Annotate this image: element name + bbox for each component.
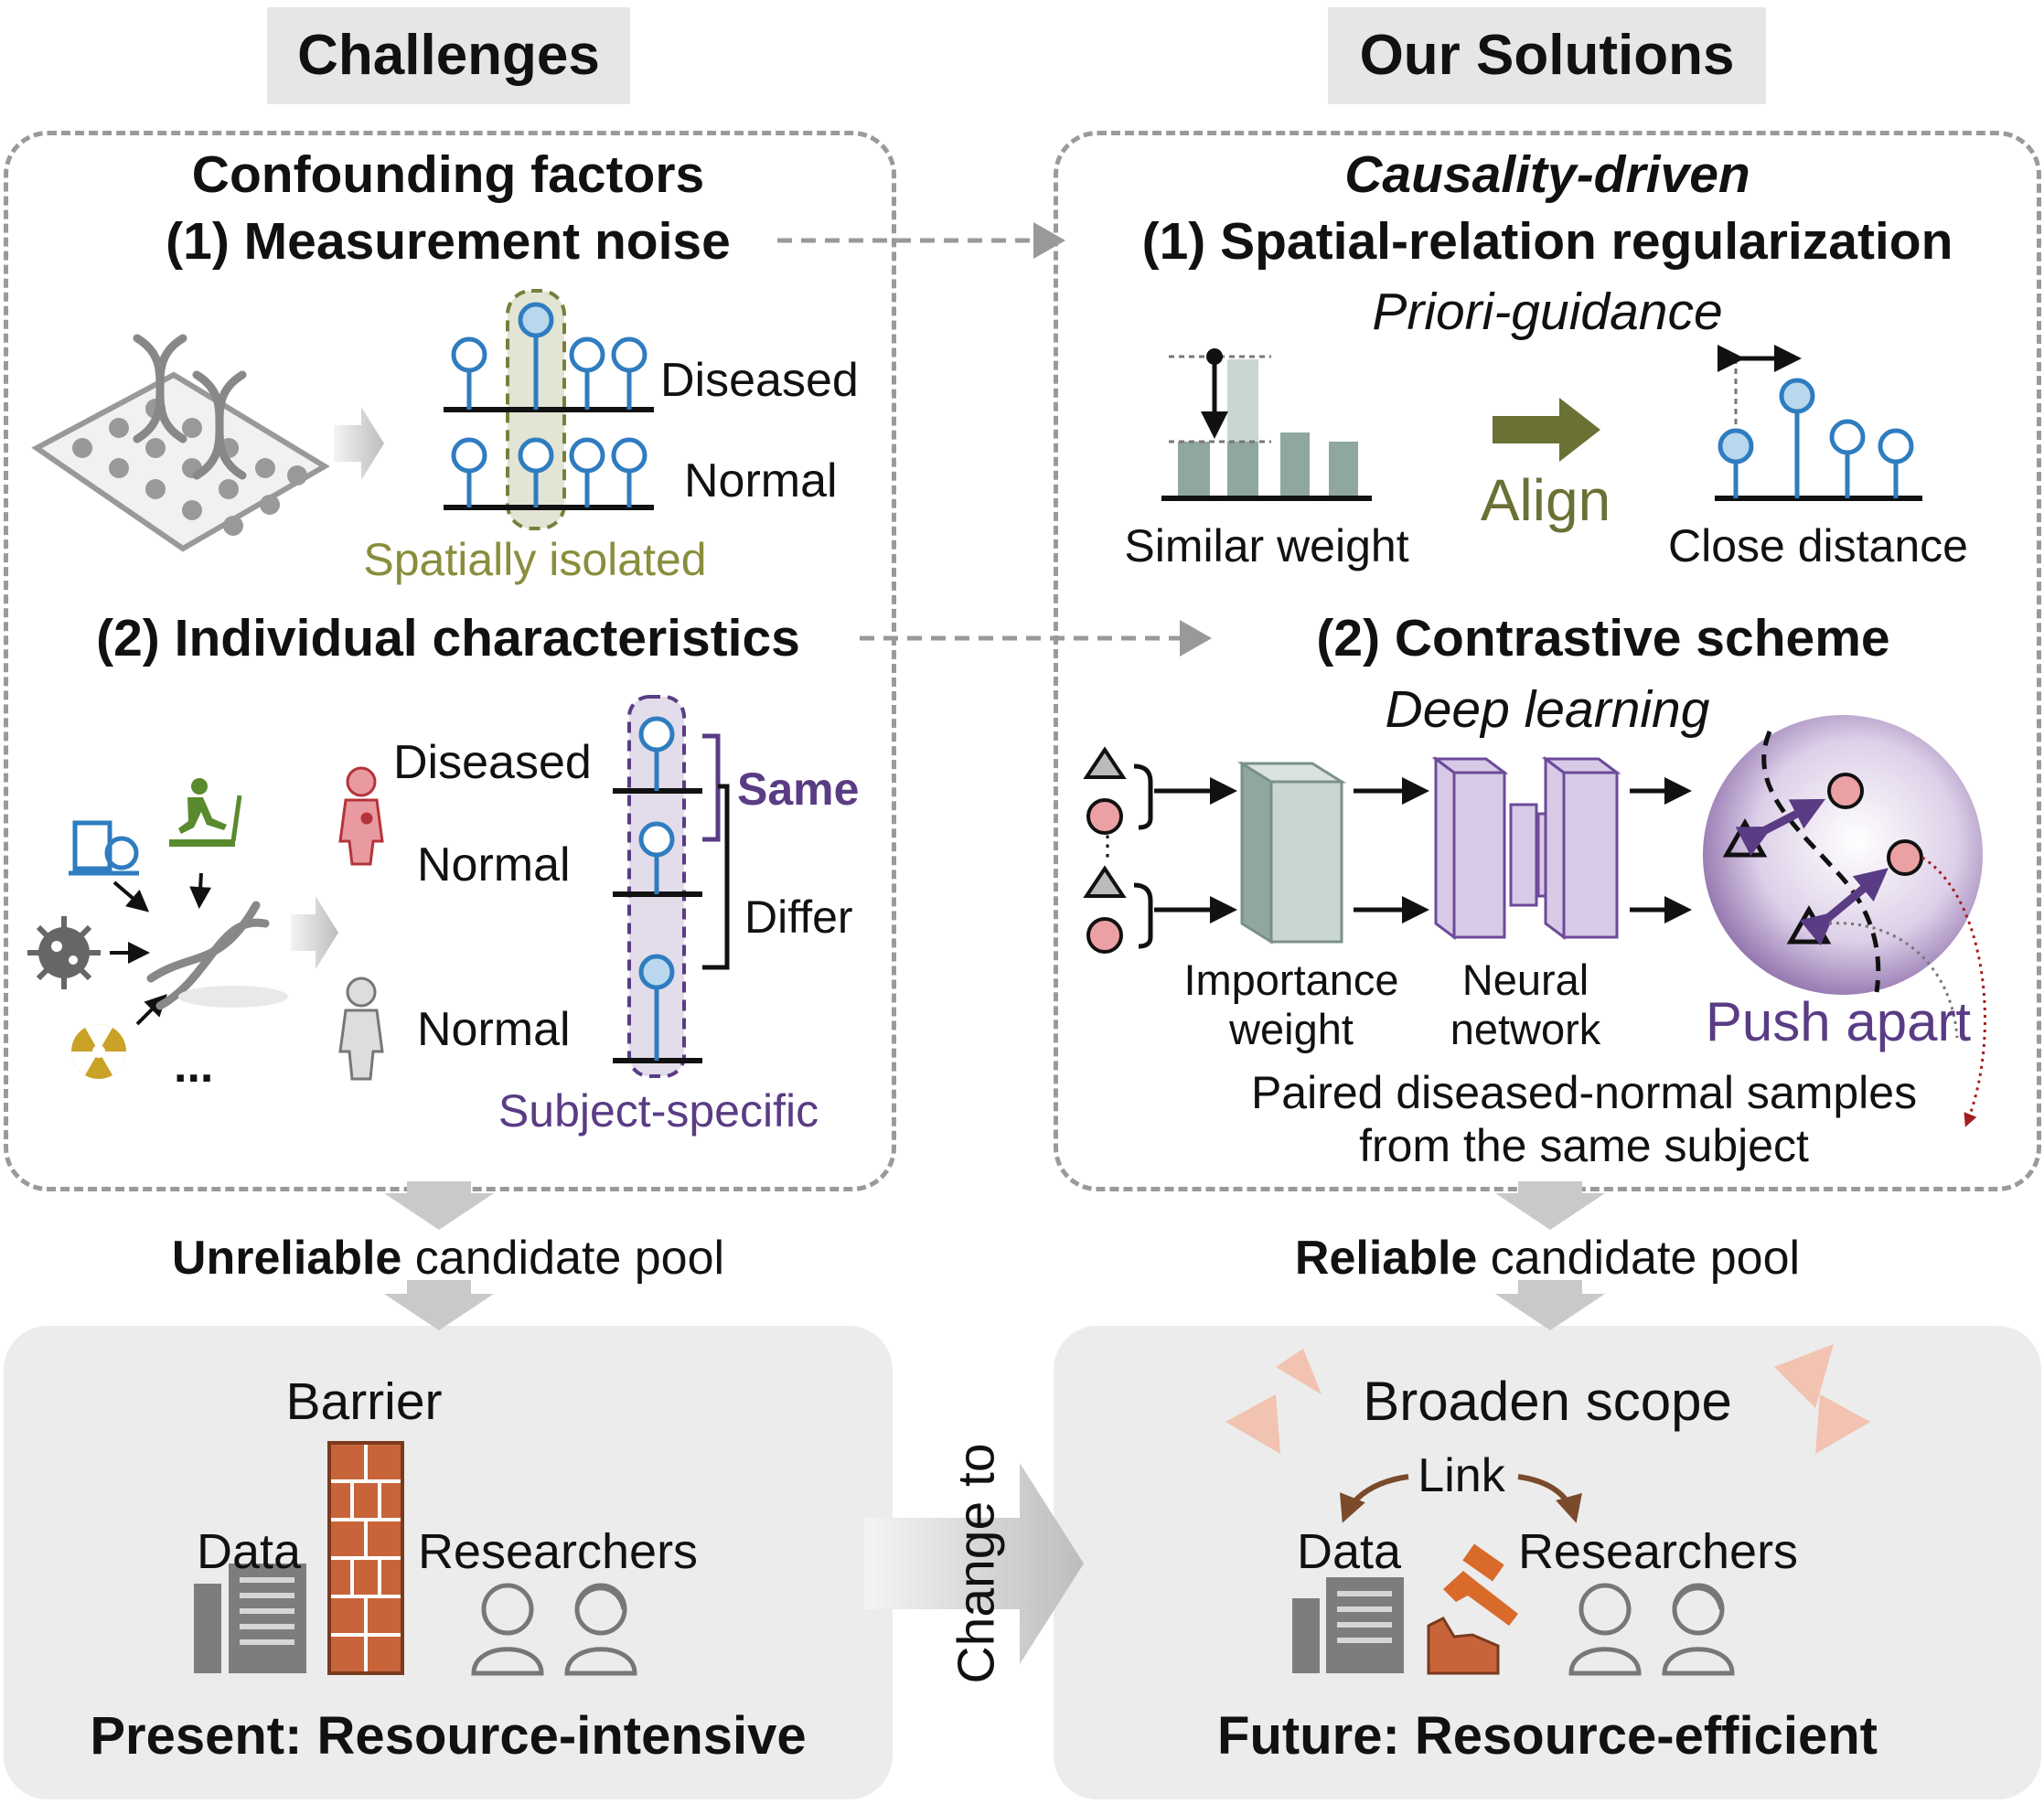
diseased-label: Diseased [660, 354, 859, 407]
neural-network-block [1431, 756, 1621, 940]
solution-item-1: (1) Spatial-relation regularization [1141, 212, 1953, 271]
normal-person-icon [338, 977, 384, 1081]
differ-label: Differ [744, 891, 853, 943]
link-label: Link [1418, 1449, 1505, 1502]
microarray-icon [31, 334, 330, 552]
broken-wall-icon [1427, 1617, 1500, 1675]
paired-samples-label-1: Paired diseased-normal samples [1250, 1067, 1918, 1118]
diseased-person-icon [338, 766, 384, 866]
importance-weight-block [1236, 761, 1347, 945]
causality-title: Causality-driven [1344, 145, 1750, 204]
input-brackets [1133, 763, 1237, 949]
exercise-icon [169, 778, 242, 847]
connector-arrow-1 [777, 222, 1212, 656]
food-icon [69, 820, 139, 876]
normal-label-3: Normal [417, 1003, 571, 1056]
link-arrows [1340, 1474, 1582, 1523]
importance-weight-label-1: Importance [1183, 955, 1399, 1004]
deep-learning-label: Deep learning [1385, 680, 1710, 739]
change-to-arrow [864, 1463, 1084, 1664]
future-data-label: Data [1296, 1524, 1402, 1579]
neural-network-label-2: network [1450, 1005, 1601, 1053]
reliable-rest: candidate pool [1477, 1232, 1801, 1285]
unreliable-rest: candidate pool [401, 1232, 725, 1285]
dna-icon-2 [146, 901, 270, 1010]
spatially-isolated-label: Spatially isolated [363, 534, 707, 585]
broaden-scope-rays [1225, 1344, 1870, 1454]
embedding-sphere [1703, 715, 1986, 1127]
lollipop-diagram-2 [613, 695, 730, 1078]
normal-label: Normal [684, 454, 838, 507]
broaden-scope-label: Broaden scope [1363, 1371, 1732, 1432]
server-icon-present [194, 1564, 306, 1673]
barrier-label: Barrier [285, 1372, 443, 1431]
flow-arrows [384, 1181, 1605, 1330]
challenge-item-1: (1) Measurement noise [166, 212, 731, 271]
ellipsis: ... [174, 1040, 214, 1093]
align-arrow [1493, 398, 1600, 462]
align-label: Align [1480, 467, 1611, 533]
lollipop-diagram-1 [444, 289, 654, 530]
reliable-pool-label: Reliable candidate pool [1295, 1234, 1800, 1282]
same-label: Same [737, 763, 860, 815]
mid-arrows [1354, 777, 1692, 923]
present-data-label: Data [196, 1524, 302, 1579]
priori-guidance-label: Priori-guidance [1372, 283, 1723, 341]
subject-specific-label: Subject-specific [498, 1085, 819, 1137]
future-label: Future: Resource-efficient [1217, 1706, 1878, 1766]
present-researchers-label: Researchers [417, 1524, 699, 1579]
sample-inputs: ⋮ [1083, 746, 1127, 954]
researchers-icon-future [1568, 1583, 1735, 1676]
unreliable-pool-label: Unreliable candidate pool [172, 1234, 724, 1282]
present-panel [4, 1326, 893, 1799]
svg-text:⋮: ⋮ [1094, 831, 1121, 861]
neural-network-label-1: Neural [1461, 955, 1589, 1004]
diseased-label-2: Diseased [393, 736, 592, 789]
change-to-label: Change to [947, 1443, 1006, 1684]
solution-item-2: (2) Contrastive scheme [1316, 609, 1890, 667]
virus-icon [27, 916, 101, 989]
challenge-item-2: (2) Individual characteristics [96, 609, 800, 667]
importance-weight-label-2: weight [1229, 1005, 1354, 1053]
close-distance-label: Close distance [1668, 520, 1968, 571]
hammer-icon [1443, 1543, 1518, 1626]
present-label: Present: Resource-intensive [90, 1706, 807, 1766]
reliable-word: Reliable [1294, 1232, 1478, 1285]
server-icon-future [1292, 1577, 1404, 1673]
similar-weight-chart [1161, 348, 1372, 501]
future-panel [1054, 1326, 2041, 1799]
close-distance-chart [1715, 345, 1922, 501]
normal-label-2: Normal [417, 838, 571, 891]
researchers-icon-present [471, 1583, 637, 1676]
confounding-title: Confounding factors [191, 145, 705, 204]
paired-samples-label-2: from the same subject [1359, 1120, 1809, 1171]
solutions-header: Our Solutions [1328, 7, 1766, 104]
fade-arrow-2 [291, 896, 338, 969]
barrier-brick-wall [327, 1441, 404, 1675]
fade-arrow-1 [334, 407, 384, 480]
future-researchers-label: Researchers [1517, 1524, 1799, 1579]
push-apart-label: Push apart [1705, 991, 1972, 1052]
unreliable-word: Unreliable [171, 1232, 402, 1285]
similar-weight-label: Similar weight [1124, 520, 1409, 571]
radiation-icon [70, 1023, 127, 1079]
challenges-header: Challenges [267, 7, 630, 104]
